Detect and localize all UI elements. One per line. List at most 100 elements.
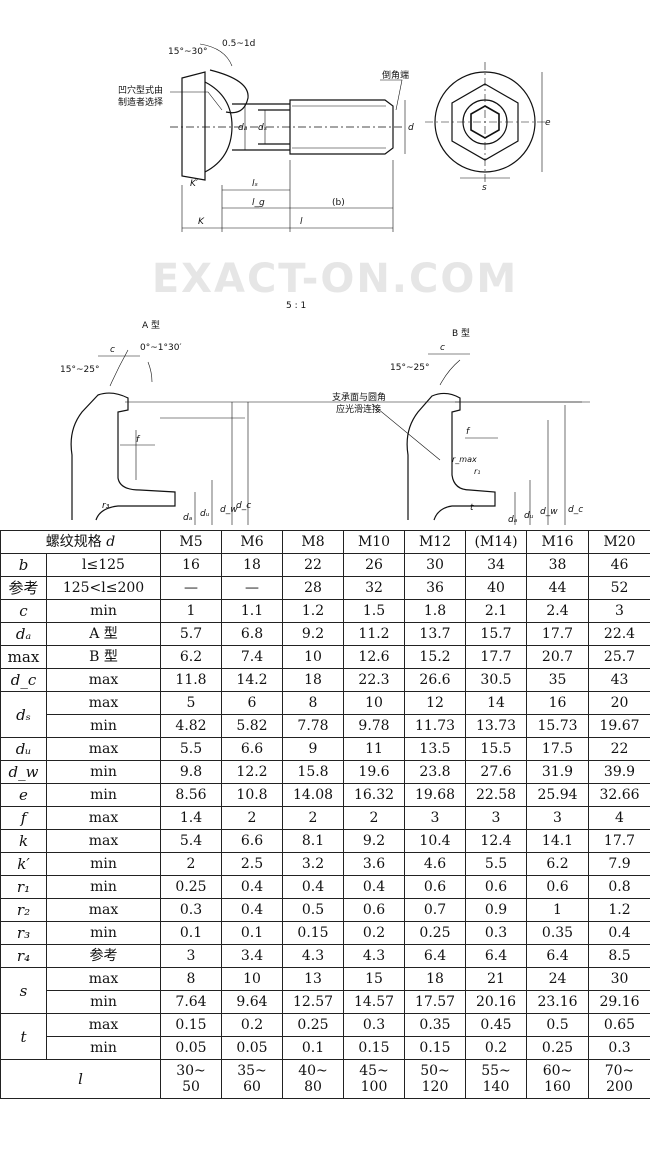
a-type-dc: d_c [236,501,251,511]
chamfer-label: 倒角端 [382,69,409,81]
b-type-f: f [466,427,471,437]
watermark-text: EXACT-ON.COM [152,256,518,302]
length-range-part: 55~ [481,1063,511,1079]
length-range-part: 35~ [237,1063,267,1079]
value-cell: 3.6 [343,852,406,876]
flange-outline [204,81,233,173]
value-cell: 6.2 [160,645,223,669]
row-symbol: r₃ [0,921,47,945]
value-cell: 15 [343,967,406,991]
value-cell: 6.4 [404,944,467,968]
row-symbol: t [0,1013,47,1060]
row-condition: A 型 [45,622,162,646]
length-range-part: 45~ [359,1063,389,1079]
value-cell: 0.25 [404,921,467,945]
value-cell: 4.3 [343,944,406,968]
row-symbol: f [0,806,47,830]
value-cell: 12.57 [282,990,345,1014]
value-cell: 0.65 [588,1013,650,1037]
row-condition: min [45,599,162,623]
value-cell: 9.2 [343,829,406,853]
length-range-part: 70~ [604,1063,635,1079]
technical-drawings: EXACT-ON.COM 15°~30° 0.5~1d 凹穴型式由 制造者选择 … [0,0,650,530]
a-type-dw: d_w [220,505,238,515]
value-cell: 12.4 [465,829,528,853]
value-cell: 7.9 [588,852,650,876]
value-cell: 31.9 [526,760,590,784]
value-cell: 0.05 [221,1036,284,1060]
lg-label: l_g [252,198,265,208]
value-cell: 14 [465,691,528,715]
row-condition: max [45,1013,162,1037]
value-cell: 4.82 [160,714,223,738]
value-cell: 0.15 [404,1036,467,1060]
row-condition: max [45,691,162,715]
length-range-part: 30~ [176,1063,206,1079]
flange-circle [434,71,536,173]
value-cell: — [221,576,284,600]
row-symbol: k′ [0,852,47,876]
size-cell: M20 [588,530,650,554]
value-cell: 5.4 [160,829,223,853]
value-cell: 0.8 [588,875,650,899]
row-condition: min [45,875,162,899]
value-cell: 11 [343,737,406,761]
value-cell: 0.9 [465,898,528,922]
length-range-part: 100 [360,1079,388,1095]
row-symbol: d_c [0,668,47,692]
value-cell: 35 [526,668,590,692]
value-cell: 26.6 [404,668,467,692]
value-cell: 20 [588,691,650,715]
value-cell: 20.16 [465,990,528,1014]
value-cell: 0.25 [160,875,223,899]
b-type-dw: d_w [540,507,558,517]
length-range-part: 50~ [420,1063,450,1079]
length-range-part: 140 [482,1079,510,1095]
value-cell: 0.1 [160,921,223,945]
size-cell: M6 [221,530,284,554]
value-cell: 6.4 [465,944,528,968]
value-cell: 0.3 [343,1013,406,1037]
value-cell: 13 [282,967,345,991]
value-cell: 9.78 [343,714,406,738]
row-symbol: b [0,553,47,577]
value-cell: 17.7 [526,622,590,646]
row-condition: l≤125 [45,553,162,577]
offset-label: 0.5~1d [222,39,255,49]
row-condition: min [45,990,162,1014]
length-range-cell: 40~80 [282,1059,345,1099]
value-cell: 0.4 [221,898,284,922]
a-type-r: r₃ [102,501,110,511]
value-cell: 8.1 [282,829,345,853]
a-type-title: A 型 [142,320,160,331]
value-cell: 0.2 [465,1036,528,1060]
value-cell: 0.4 [282,875,345,899]
size-cell: M16 [526,530,590,554]
value-cell: 0.15 [160,1013,223,1037]
value-cell: 9 [282,737,345,761]
row-condition: 125<l≤200 [45,576,162,600]
value-cell: 39.9 [588,760,650,784]
value-cell: 32.66 [588,783,650,807]
value-cell: 16 [160,553,223,577]
length-range-part: 60 [243,1079,261,1095]
value-cell: 13.7 [404,622,467,646]
row-symbol: dₐ [0,622,47,646]
value-cell: 24 [526,967,590,991]
value-cell: 20.7 [526,645,590,669]
flange-detail-circle [209,69,249,114]
length-range-cell: 50~120 [404,1059,467,1099]
value-cell: 36 [404,576,467,600]
value-cell: 6.8 [221,622,284,646]
value-cell: 18 [404,967,467,991]
value-cell: 9.2 [282,622,345,646]
value-cell: 0.25 [526,1036,590,1060]
row-symbol: l [0,1059,162,1099]
b-type-rmax: r_max [452,455,477,464]
